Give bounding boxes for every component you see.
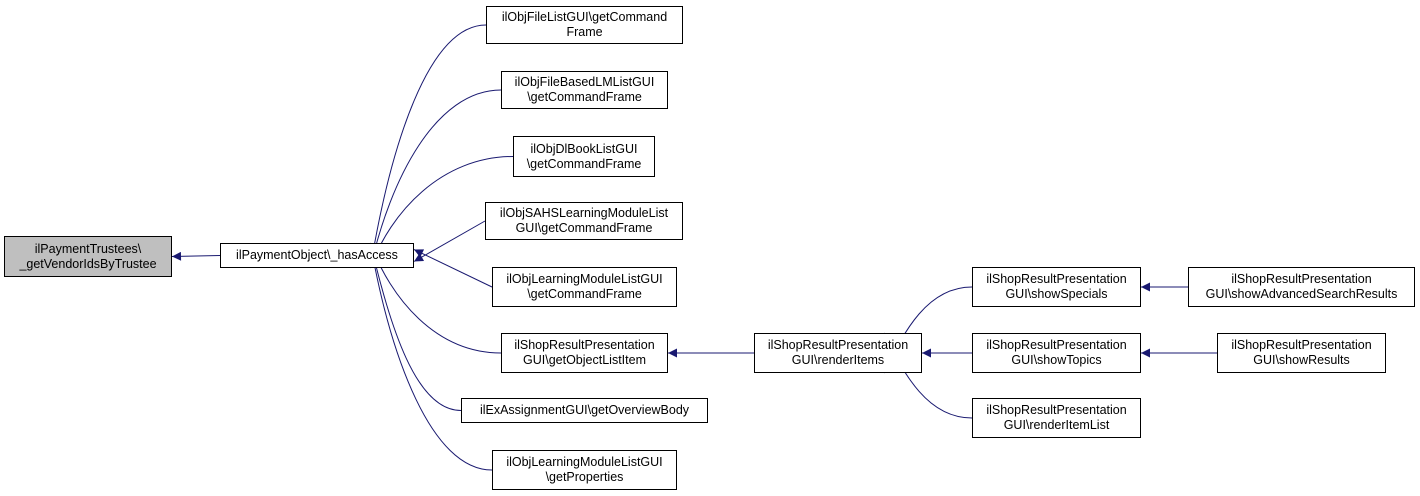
node-line: ilShopResultPresentation — [1231, 272, 1372, 286]
node-line: GUI\getObjectListItem — [523, 353, 646, 367]
node-line: ilObjSAHSLearningModuleList — [499, 206, 669, 220]
node-line: ilObjFileListGUI\getCommand — [501, 10, 668, 24]
node-line: ilObjFileBasedLMListGUI — [514, 75, 655, 89]
node-lm-list-get-properties[interactable]: ilObjLearningModuleListGUI \getPropertie… — [492, 450, 677, 490]
node-line: ilObjLearningModuleListGUI — [506, 272, 663, 286]
node-ex-assignment-get-overview-body[interactable]: ilExAssignmentGUI\getOverviewBody — [461, 398, 708, 423]
node-file-list-get-command-frame[interactable]: ilObjFileListGUI\getCommand Frame — [486, 6, 683, 44]
node-shop-get-object-list-item[interactable]: ilShopResultPresentation GUI\getObjectLi… — [501, 333, 668, 373]
node-shop-render-item-list[interactable]: ilShopResultPresentation GUI\renderItemL… — [972, 398, 1141, 438]
node-dl-book-get-command-frame[interactable]: ilObjDlBookListGUI \getCommandFrame — [513, 136, 655, 177]
edge-file_list-to-has_access — [367, 24, 487, 269]
node-shop-show-advanced-search-results[interactable]: ilShopResultPresentation GUI\showAdvance… — [1188, 267, 1415, 307]
node-line: \getProperties — [545, 470, 624, 484]
node-shop-show-specials[interactable]: ilShopResultPresentation GUI\showSpecial… — [972, 267, 1141, 307]
node-line: _getVendorIdsByTrustee — [19, 256, 157, 271]
node-line: ilShopResultPresentation — [986, 338, 1127, 352]
node-line: ilShopResultPresentation — [767, 338, 909, 352]
node-line: GUI\showResults — [1253, 353, 1350, 367]
node-file-based-lm-get-command-frame[interactable]: ilObjFileBasedLMListGUI \getCommandFrame — [501, 71, 668, 109]
node-line: \getCommandFrame — [527, 287, 642, 301]
node-lm-list-get-command-frame[interactable]: ilObjLearningModuleListGUI \getCommandFr… — [492, 267, 677, 307]
node-line: ilPaymentTrustees\ — [34, 241, 142, 256]
node-line: ilShopResultPresentation — [1231, 338, 1372, 352]
node-line: GUI\showTopics — [1011, 353, 1102, 367]
node-line: ilPaymentObject\_hasAccess — [236, 248, 398, 262]
node-sahs-get-command-frame[interactable]: ilObjSAHSLearningModuleList GUI\getComma… — [485, 202, 683, 240]
edge-file_based_lm-to-has_access — [367, 89, 502, 269]
node-line: ilExAssignmentGUI\getOverviewBody — [479, 403, 690, 417]
node-line: GUI\renderItemList — [1003, 418, 1110, 432]
node-line: GUI\showSpecials — [1005, 287, 1108, 301]
node-line: ilObjLearningModuleListGUI — [506, 455, 663, 469]
edge-lm_list_cmd-to-has_access — [413, 249, 493, 288]
node-shop-show-results[interactable]: ilShopResultPresentation GUI\showResults — [1217, 333, 1386, 373]
node-has-access[interactable]: ilPaymentObject\_hasAccess — [220, 243, 414, 268]
node-line: ilShopResultPresentation — [986, 403, 1127, 417]
node-root-get-vendor-ids-by-trustee: ilPaymentTrustees\ _getVendorIdsByTruste… — [4, 236, 172, 277]
node-shop-render-items[interactable]: ilShopResultPresentation GUI\renderItems — [754, 333, 922, 373]
node-line: GUI\getCommandFrame — [515, 221, 653, 235]
node-line: ilShopResultPresentation — [514, 338, 655, 352]
edge-sahs-to-has_access — [413, 220, 486, 262]
node-line: \getCommandFrame — [526, 156, 642, 171]
node-line: \getCommandFrame — [527, 90, 642, 104]
node-line: GUI\renderItems — [791, 353, 885, 367]
node-shop-show-topics[interactable]: ilShopResultPresentation GUI\showTopics — [972, 333, 1141, 373]
edge-ex_assignment-to-has_access — [368, 242, 462, 411]
node-line: GUI\showAdvancedSearchResults — [1205, 287, 1398, 301]
edge-lm_list_props-to-has_access — [367, 242, 493, 471]
node-line: ilObjDlBookListGUI — [530, 141, 638, 156]
edge-has_access-to-root — [171, 251, 221, 261]
node-line: ilShopResultPresentation — [986, 272, 1127, 286]
node-line: Frame — [566, 25, 603, 39]
